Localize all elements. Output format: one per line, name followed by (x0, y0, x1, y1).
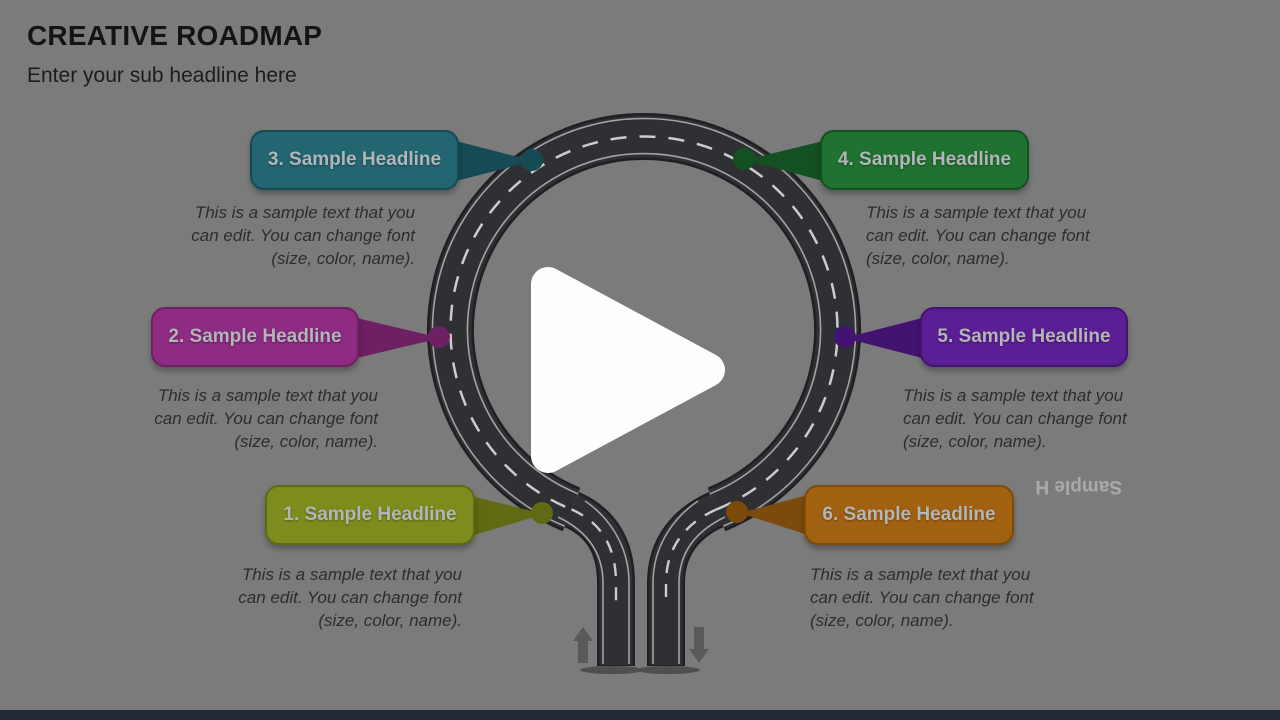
callout-2: 2. Sample Headline (151, 307, 359, 367)
callout-6-body: This is a sample text that you can edit.… (810, 565, 1034, 630)
callout-4-body: This is a sample text that you can edit.… (866, 203, 1090, 268)
up-arrow-icon (573, 627, 593, 663)
milestone-dot-2 (428, 326, 450, 348)
callout-4-label: 4. Sample Headline (837, 149, 1012, 170)
callout-4: 4. Sample Headline (820, 130, 1029, 190)
footer-bar (0, 710, 1280, 720)
milestone-dot-6 (726, 501, 748, 523)
milestone-dot-3 (521, 149, 543, 171)
play-button[interactable] (531, 267, 725, 473)
callout-5: 5. Sample Headline (920, 307, 1128, 367)
road-end-shadows (580, 666, 700, 674)
page-title: CREATIVE ROADMAP (27, 20, 323, 51)
down-arrow-icon (689, 627, 709, 663)
callout-2-label: 2. Sample Headline (168, 326, 342, 347)
milestone-dot-5 (834, 326, 856, 348)
callout-5-body: This is a sample text that you can edit.… (903, 386, 1127, 451)
page-subtitle: Enter your sub headline here (27, 64, 297, 87)
callout-3-label: 3. Sample Headline (267, 149, 442, 170)
milestone-dot-1 (531, 502, 553, 524)
callout-6: 6. Sample Headline (804, 485, 1014, 545)
ghost-headline-artifact: Sample H (1035, 476, 1122, 497)
callout-2-body: This is a sample text that you can edit.… (154, 386, 378, 451)
callout-1-body: This is a sample text that you can edit.… (238, 565, 462, 630)
callout-1-label: 1. Sample Headline (283, 504, 457, 525)
callout-6-label: 6. Sample Headline (822, 504, 996, 525)
callout-1: 1. Sample Headline (265, 485, 475, 545)
callout-3: 3. Sample Headline (250, 130, 459, 190)
callout-5-label: 5. Sample Headline (937, 326, 1111, 347)
callout-3-body: This is a sample text that you can edit.… (191, 203, 415, 268)
milestone-dot-4 (733, 148, 755, 170)
